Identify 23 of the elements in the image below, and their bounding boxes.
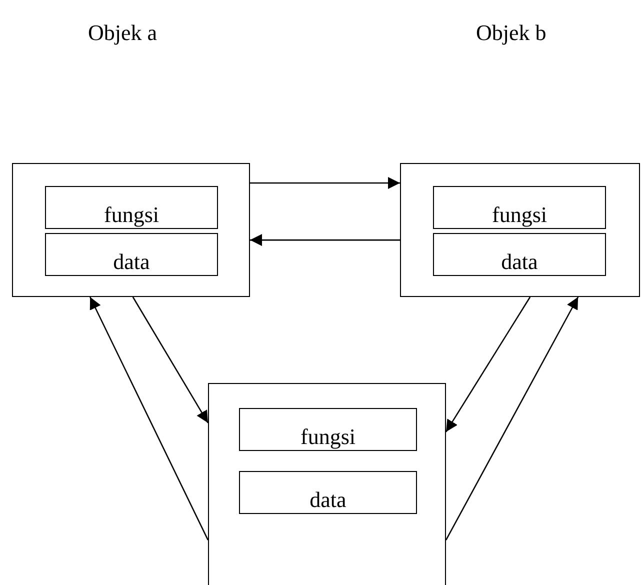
arrow: [445, 296, 579, 540]
box-label: data: [113, 251, 150, 275]
inner-box: [45, 233, 218, 276]
inner-box: [45, 186, 218, 229]
arrow: [250, 234, 400, 246]
object-title: Objek a: [88, 20, 158, 46]
object-box: [400, 163, 640, 297]
arrow: [132, 296, 209, 424]
box-label: fungsi: [492, 204, 547, 228]
box-label: fungsi: [300, 426, 356, 450]
inner-box: [433, 233, 606, 276]
inner-box: [239, 408, 417, 451]
arrow: [445, 296, 531, 432]
box-label: data: [310, 489, 346, 513]
box-label: data: [501, 251, 538, 275]
inner-box: [239, 471, 417, 514]
object-title: Objek b: [476, 20, 546, 46]
inner-box: [433, 186, 606, 229]
object-box: [12, 163, 250, 297]
arrow: [250, 176, 400, 189]
box-label: fungsi: [104, 204, 159, 228]
arrow: [89, 296, 209, 540]
object-box: [208, 383, 446, 585]
